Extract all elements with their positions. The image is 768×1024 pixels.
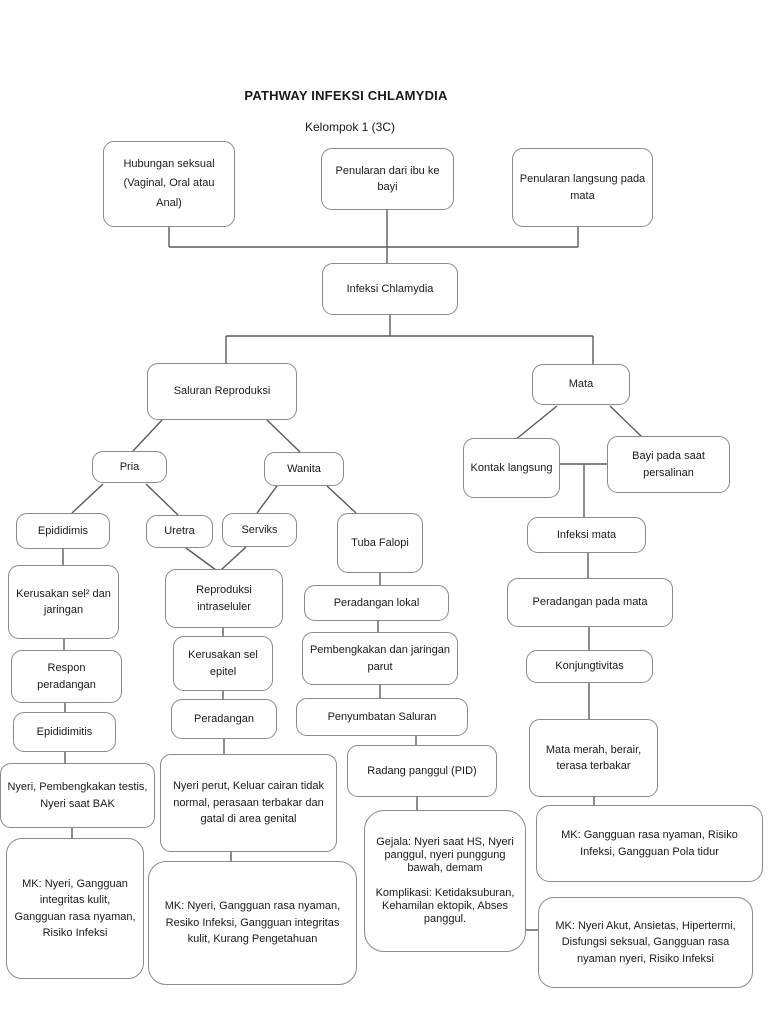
- node-kerusakan-sel-epitel: Kerusakan sel epitel: [173, 636, 273, 691]
- node-mk-pid: MK: Nyeri Akut, Ansietas, Hipertermi, Di…: [538, 897, 753, 988]
- node-nyeri-perut-genital: Nyeri perut, Keluar cairan tidak normal,…: [160, 754, 337, 852]
- node-penularan-langsung-mata: Penularan langsung pada mata: [512, 148, 653, 227]
- page-subtitle: Kelompok 1 (3C): [304, 120, 396, 134]
- node-mata: Mata: [532, 364, 630, 405]
- page-title: PATHWAY INFEKSI CHLAMYDIA: [244, 88, 448, 103]
- node-reproduksi-intraseluler: Reproduksi intraseluler: [165, 569, 283, 628]
- node-kerusakan-sel-jaringan: Kerusakan sel² dan jaringan: [8, 565, 119, 639]
- node-konjungtivitas: Konjungtivitas: [526, 650, 653, 683]
- node-wanita: Wanita: [264, 452, 344, 486]
- node-infeksi-chlamydia: Infeksi Chlamydia: [322, 263, 458, 315]
- node-nyeri-pembengkakan-testis: Nyeri, Pembengkakan testis, Nyeri saat B…: [0, 763, 155, 828]
- node-tuba-falopi: Tuba Falopi: [337, 513, 423, 573]
- node-peradangan: Peradangan: [171, 699, 277, 739]
- node-gejala-komplikasi: Gejala: Nyeri saat HS, Nyeri panggul, ny…: [364, 810, 526, 952]
- node-epididimitis: Epididimitis: [13, 712, 116, 752]
- node-uretra: Uretra: [146, 515, 213, 548]
- node-serviks: Serviks: [222, 513, 297, 547]
- node-respon-peradangan: Respon peradangan: [11, 650, 122, 703]
- node-hubungan-seksual: Hubungan seksual (Vaginal, Oral atau Ana…: [103, 141, 235, 227]
- node-pembengkakan-jaringan-parut: Pembengkakan dan jaringan parut: [302, 632, 458, 685]
- node-penyumbatan-saluran: Penyumbatan Saluran: [296, 698, 468, 736]
- node-infeksi-mata: Infeksi mata: [527, 517, 646, 553]
- node-bayi-saat-persalinan: Bayi pada saat persalinan: [607, 436, 730, 493]
- node-mk-genital: MK: Nyeri, Gangguan rasa nyaman, Resiko …: [148, 861, 357, 985]
- node-radang-panggul-pid: Radang panggul (PID): [347, 745, 497, 797]
- node-peradangan-pada-mata: Peradangan pada mata: [507, 578, 673, 627]
- node-epididimis: Epididimis: [16, 513, 110, 549]
- node-pria: Pria: [92, 451, 167, 483]
- node-mata-merah: Mata merah, berair, terasa terbakar: [529, 719, 658, 797]
- node-mk-mata: MK: Gangguan rasa nyaman, Risiko Infeksi…: [536, 805, 763, 882]
- node-penularan-ibu-ke-bayi: Penularan dari ibu ke bayi: [321, 148, 454, 210]
- node-peradangan-lokal: Peradangan lokal: [304, 585, 449, 621]
- node-mk-epididimis: MK: Nyeri, Gangguan integritas kulit, Ga…: [6, 838, 144, 979]
- node-saluran-reproduksi: Saluran Reproduksi: [147, 363, 297, 420]
- node-kontak-langsung: Kontak langsung: [463, 438, 560, 498]
